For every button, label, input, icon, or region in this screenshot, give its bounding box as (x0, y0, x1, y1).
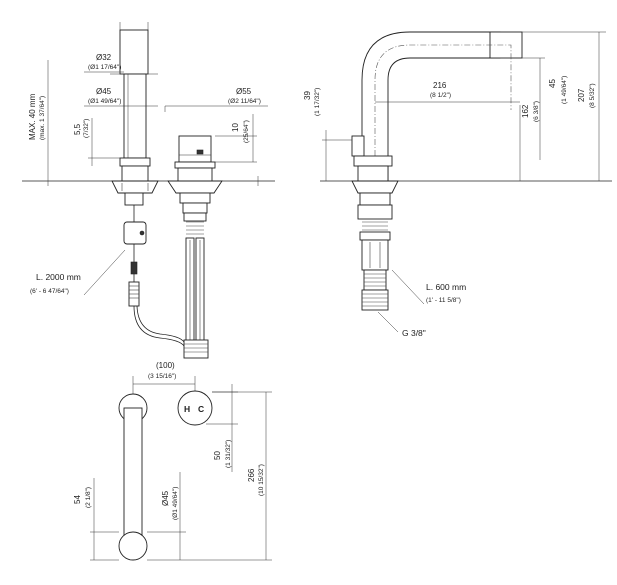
dim-h162: 162 (521, 104, 530, 118)
dim-h54-in: (2 1/8") (85, 487, 92, 508)
dim-h10-in: (25/64") (243, 120, 250, 143)
dim-h55: 5,5 (73, 123, 82, 135)
dim-h266-in: (10 15/32") (258, 464, 265, 496)
spout-column (123, 73, 147, 159)
dim-h162-in: (6 3/8") (533, 101, 540, 122)
dim-w216-in: (8 1/2") (430, 92, 451, 99)
side-view: 39 (1 17/32") 216 (8 1/2") 45 (1 49/64")… (303, 31, 612, 338)
dim-w100: (100) (156, 361, 175, 370)
dim-d55: Ø55 (236, 87, 252, 96)
dim-w100-in: (3 15/16") (148, 373, 176, 380)
dim-l600-in: (1' - 11 5/8") (426, 297, 461, 304)
dim-w216: 216 (433, 81, 447, 90)
dim-h55-in: (7/32") (83, 119, 90, 138)
dim-pd45-in: (Ø1 49/64") (172, 487, 179, 520)
spout-tip-front (119, 29, 149, 75)
dim-h266: 266 (247, 468, 256, 482)
mixer-handle (178, 135, 212, 163)
dim-h39: 39 (303, 91, 312, 100)
dim-max40: MAX. 40 mm (28, 93, 37, 140)
dim-h45-in: (1 49/64") (561, 76, 568, 104)
spout-base-plan (118, 531, 148, 561)
plan-view: H C (100) (3 15/16") 50 (1 31/32") 266 (… (73, 361, 272, 561)
dim-h39-in: (1 17/32") (314, 88, 321, 116)
hot-label: H (184, 404, 190, 414)
sensor-box (123, 221, 147, 245)
dim-g38: G 3/8" (402, 328, 426, 338)
dim-d32-in: (Ø1 17/64") (88, 64, 121, 71)
dim-h207: 207 (577, 88, 586, 102)
dim-pd45: Ø45 (161, 490, 170, 506)
spout-plan (123, 407, 143, 541)
dim-h10: 10 (231, 123, 240, 132)
dim-d45-in: (Ø1 49/64") (88, 98, 121, 105)
dim-d32: Ø32 (96, 53, 112, 62)
dim-d45: Ø45 (96, 87, 112, 96)
dim-h45: 45 (548, 79, 557, 88)
dim-l600: L. 600 mm (426, 282, 466, 292)
dim-h54: 54 (73, 495, 82, 504)
hose-fitting-side (361, 289, 389, 311)
dim-h50-in: (1 31/32") (225, 440, 232, 468)
cold-label: C (198, 404, 204, 414)
dim-l2000: L. 2000 mm (36, 272, 81, 282)
dim-h50: 50 (213, 451, 222, 460)
dim-l2000-in: (6' - 6 47/64") (30, 288, 69, 295)
dim-h207-in: (8 5/32") (589, 83, 596, 108)
cable (133, 305, 185, 347)
dim-d55-in: (Ø2 11/64") (228, 98, 261, 105)
front-view: Ø32 (Ø1 17/64") Ø45 (Ø1 49/64") Ø55 (Ø2 … (22, 22, 275, 359)
dim-max40-in: (max. 1 37/64") (39, 96, 46, 140)
